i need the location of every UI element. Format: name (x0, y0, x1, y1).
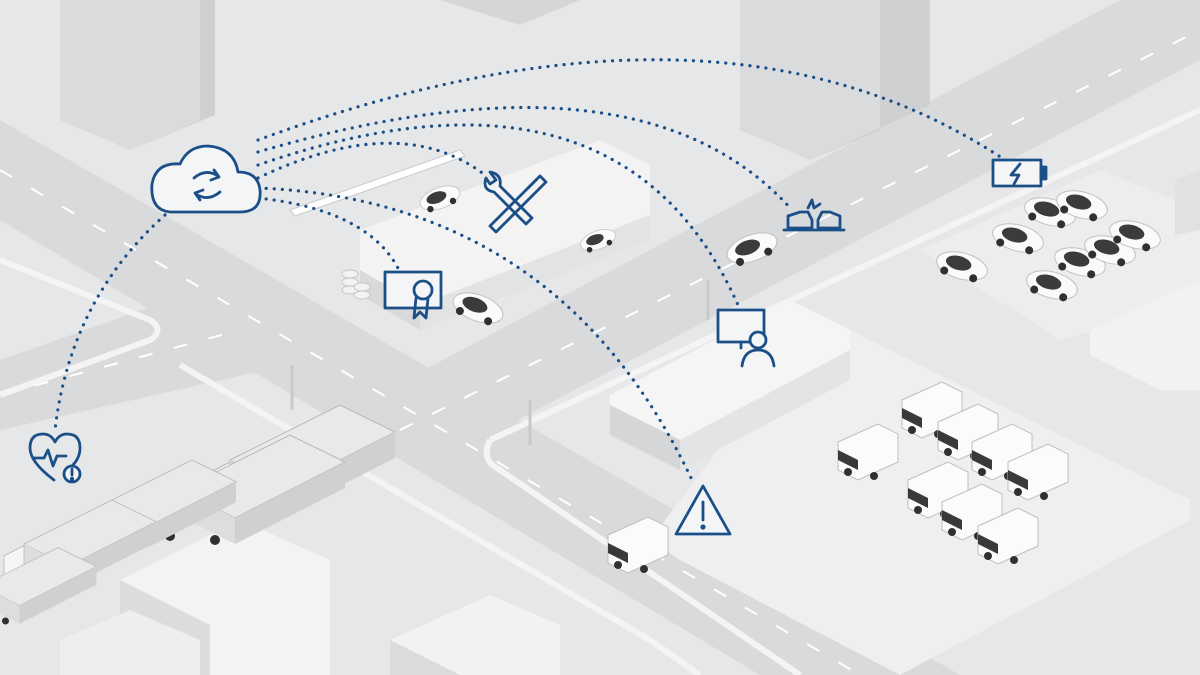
certificate-icon (383, 270, 443, 320)
building-top-small (440, 0, 580, 25)
buildings-bottom-left (60, 520, 330, 675)
tools-icon (483, 170, 548, 234)
health-alert-icon (28, 432, 82, 484)
connection-remote-operator (256, 123, 740, 307)
battery-charging-icon (991, 158, 1048, 188)
connection-lines (53, 58, 1007, 482)
street-posts (290, 280, 710, 445)
building-bottom-center (390, 595, 560, 675)
connection-battery (256, 58, 1007, 162)
lane-markings (0, 29, 1200, 675)
road-left-cross (0, 300, 310, 430)
road-upper-right (330, 0, 1200, 440)
warning-icon (674, 484, 732, 536)
building-right (1090, 170, 1200, 390)
tower-top-left (60, 0, 215, 150)
remote-operator-icon (716, 308, 776, 368)
tower-top-center (740, 0, 930, 160)
connection-health-alert (53, 213, 167, 432)
connection-collision (256, 105, 794, 212)
collision-icon (782, 198, 846, 232)
connection-certificate (256, 196, 402, 274)
connection-warning (256, 186, 694, 482)
central-office-building (610, 300, 850, 470)
cloud-sync-icon (150, 144, 262, 214)
tire-stack (341, 269, 371, 300)
icons (28, 144, 1048, 536)
